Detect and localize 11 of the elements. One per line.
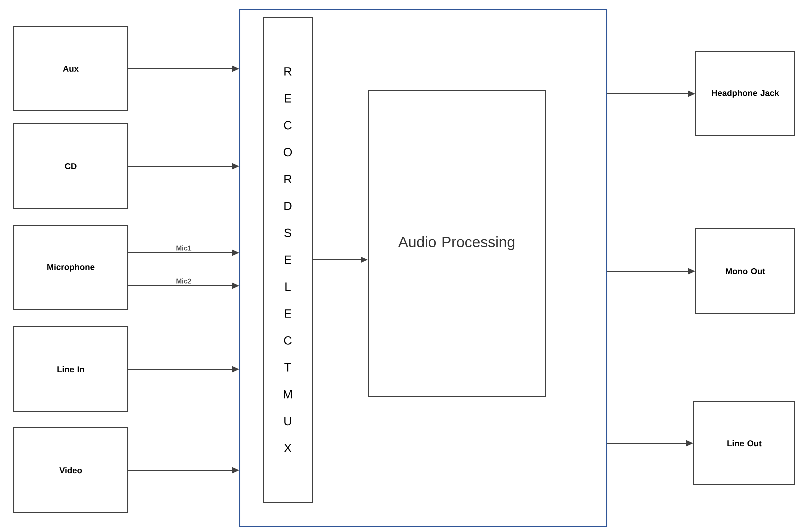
mux-box: RECORD SELECT MUX (263, 16, 313, 503)
block-box: CD (14, 123, 128, 210)
block-box: Line In (14, 326, 128, 412)
block-box: Video (14, 427, 128, 514)
block-box: Line Out (694, 401, 796, 486)
block-box: Microphone (14, 225, 128, 310)
chip-outline-box (240, 10, 608, 528)
block-box: Aux (14, 26, 128, 112)
block-box: Headphone Jack (696, 52, 796, 136)
processing-box: Audio Processing (368, 90, 546, 397)
block-box: Mono Out (696, 228, 796, 314)
